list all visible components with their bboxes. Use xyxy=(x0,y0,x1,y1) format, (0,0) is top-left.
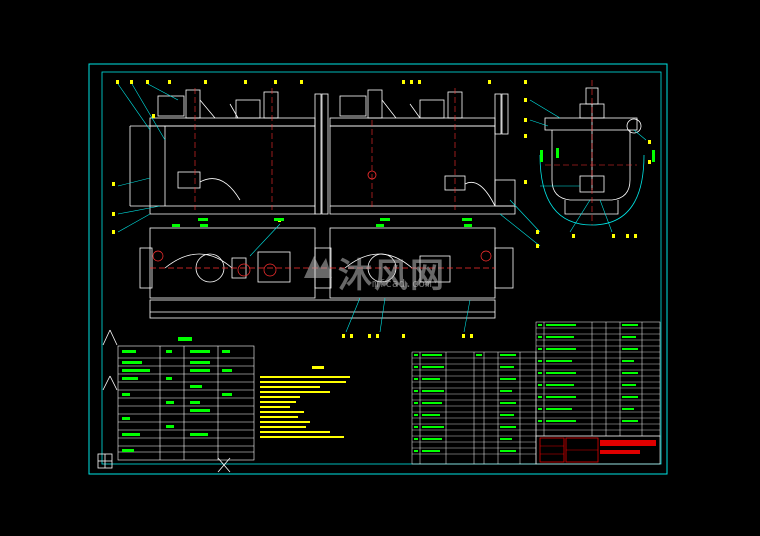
technical-requirements-text xyxy=(260,366,350,438)
center-lines-top xyxy=(194,88,456,210)
center-mark xyxy=(367,170,377,180)
support-posts xyxy=(314,93,509,215)
tech-param-table-text xyxy=(122,350,232,452)
front-view-right-cell xyxy=(329,89,516,215)
outer-frame xyxy=(88,63,668,475)
parts-list-rows xyxy=(412,327,660,455)
dimension-marks xyxy=(172,148,655,227)
parts-list-left xyxy=(411,351,537,465)
inner-frame xyxy=(101,71,662,465)
parts-list-text xyxy=(414,324,638,452)
tech-param-table xyxy=(117,345,255,461)
parts-list-right xyxy=(535,321,661,437)
callout-leaders xyxy=(117,83,647,333)
front-view-left-cell xyxy=(129,89,316,215)
margin-marks xyxy=(97,329,231,473)
side-view xyxy=(544,87,642,215)
mfcad-logo-icon xyxy=(304,256,332,278)
watermark-text: 沐风网 xyxy=(338,256,446,296)
callout-markers xyxy=(112,80,651,338)
tech-param-table-title xyxy=(178,337,192,341)
title-block xyxy=(535,435,661,465)
watermark-subtext: mfcad.com xyxy=(372,277,432,290)
